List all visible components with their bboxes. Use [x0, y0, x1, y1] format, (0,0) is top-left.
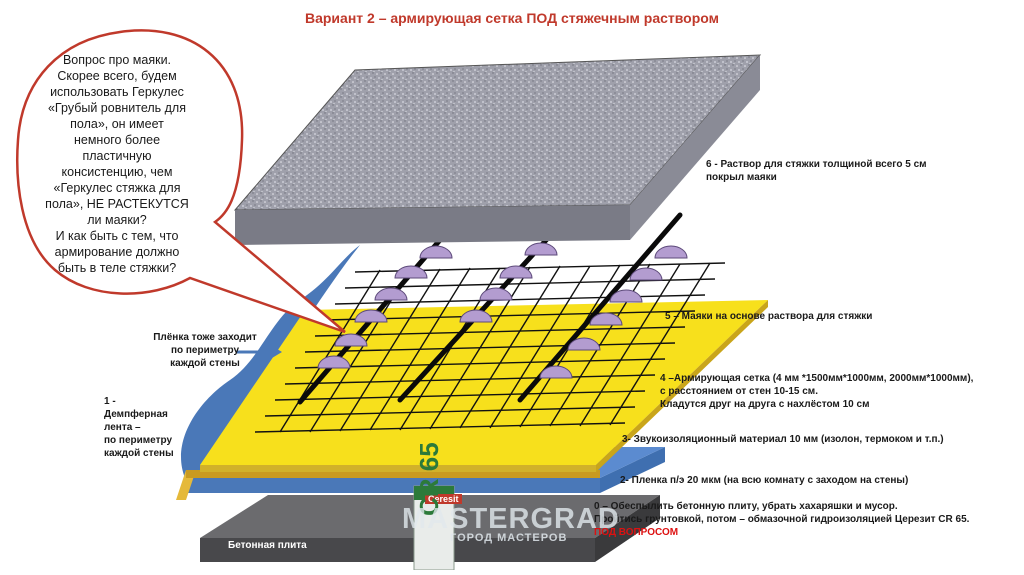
beacons: [317, 242, 688, 379]
bubble-line: пластичную: [82, 149, 152, 163]
label-layer-5: 5 – Маяки на основе раствора для стяжки: [665, 311, 873, 322]
bubble-line: немного более: [73, 133, 161, 147]
bubble-line: И как быть с тем, что: [55, 229, 179, 243]
label-damper-line-3: лента –: [104, 422, 141, 433]
label-layer-3: 3- Звукоизоляционный материал 10 мм (изо…: [622, 434, 944, 445]
label-layer-6: 6 - Раствор для стяжки толщиной всего 5 …: [706, 158, 927, 184]
label-layer-4-line-2: с расстоянием от стен 10-15 см.: [660, 386, 818, 397]
label-layer-6-line-2: покрыл маяки: [706, 172, 777, 183]
film-arrow: [236, 346, 282, 358]
bubble-line: консистенцию, чем: [61, 165, 173, 179]
bubble-question-text: Вопрос про маяки. Скорее всего, будем ис…: [28, 52, 206, 276]
bubble-line: Скорее всего, будем: [57, 69, 177, 83]
label-damper-line-5: каждой стены: [104, 448, 174, 459]
bubble-line: армирование должно: [54, 245, 180, 259]
label-layer-0-line-1: 0 – Обеспылить бетонную плиту, убрать ха…: [594, 501, 898, 512]
label-layer-4: 4 –Армирующая сетка (4 мм *1500мм*1000мм…: [660, 372, 973, 411]
label-film: Плёнка тоже заходит по периметру каждой …: [140, 331, 270, 370]
bubble-line: пола», он имеет: [70, 117, 164, 131]
bubble-line: использовать Геркулес: [50, 85, 184, 99]
label-damper-line-2: Демпферная: [104, 409, 168, 420]
label-damper-line-1: 1 -: [104, 396, 116, 407]
label-layer-2: 2- Пленка п/э 20 мкм (на всю комнату с з…: [620, 475, 909, 486]
label-concrete-plate: Бетонная плита: [228, 540, 307, 551]
bubble-line: «Геркулес стяжка для: [53, 181, 181, 195]
bubble-line: быть в теле стяжки?: [57, 261, 177, 275]
label-layer-4-line-3: Кладутся друг на друга с нахлёстом 10 см: [660, 399, 870, 410]
label-layer-4-line-1: 4 –Армирующая сетка (4 мм *1500мм*1000мм…: [660, 373, 974, 384]
screed-slab: [233, 54, 762, 245]
speech-bubble: [16, 29, 346, 334]
label-layer-0-note: ПОД ВОПРОСОМ: [594, 527, 679, 538]
label-film-line-1: Плёнка тоже заходит: [153, 332, 257, 343]
bag-brand-label: Ceresit: [425, 494, 462, 504]
watermark-subtitle: ГОРОД МАСТЕРОВ: [450, 532, 568, 544]
label-layer-0-line-2: Пройтись грунтовкой, потом – обмазочной …: [594, 514, 970, 525]
label-damper-line-4: по периметру: [104, 435, 173, 446]
label-layer-6-line-1: 6 - Раствор для стяжки толщиной всего 5 …: [706, 159, 927, 170]
bubble-line: ли маяки?: [87, 213, 147, 227]
label-damper: 1 - Демпферная лента – по периметру кажд…: [104, 395, 194, 460]
bubble-line: «Грубый ровнитель для: [47, 101, 186, 115]
label-layer-0: 0 – Обеспылить бетонную плиту, убрать ха…: [594, 500, 969, 539]
label-film-line-2: по периметру: [170, 345, 240, 356]
bubble-line: пола», НЕ РАСТЕКУТСЯ: [45, 197, 189, 211]
bubble-line: Вопрос про маяки.: [62, 53, 172, 67]
label-film-line-3: каждой стены: [170, 358, 240, 369]
page-title: Вариант 2 – армирующая сетка ПОД стяжечн…: [304, 10, 719, 26]
watermark-logo: MASTERGRAD: [402, 503, 620, 535]
